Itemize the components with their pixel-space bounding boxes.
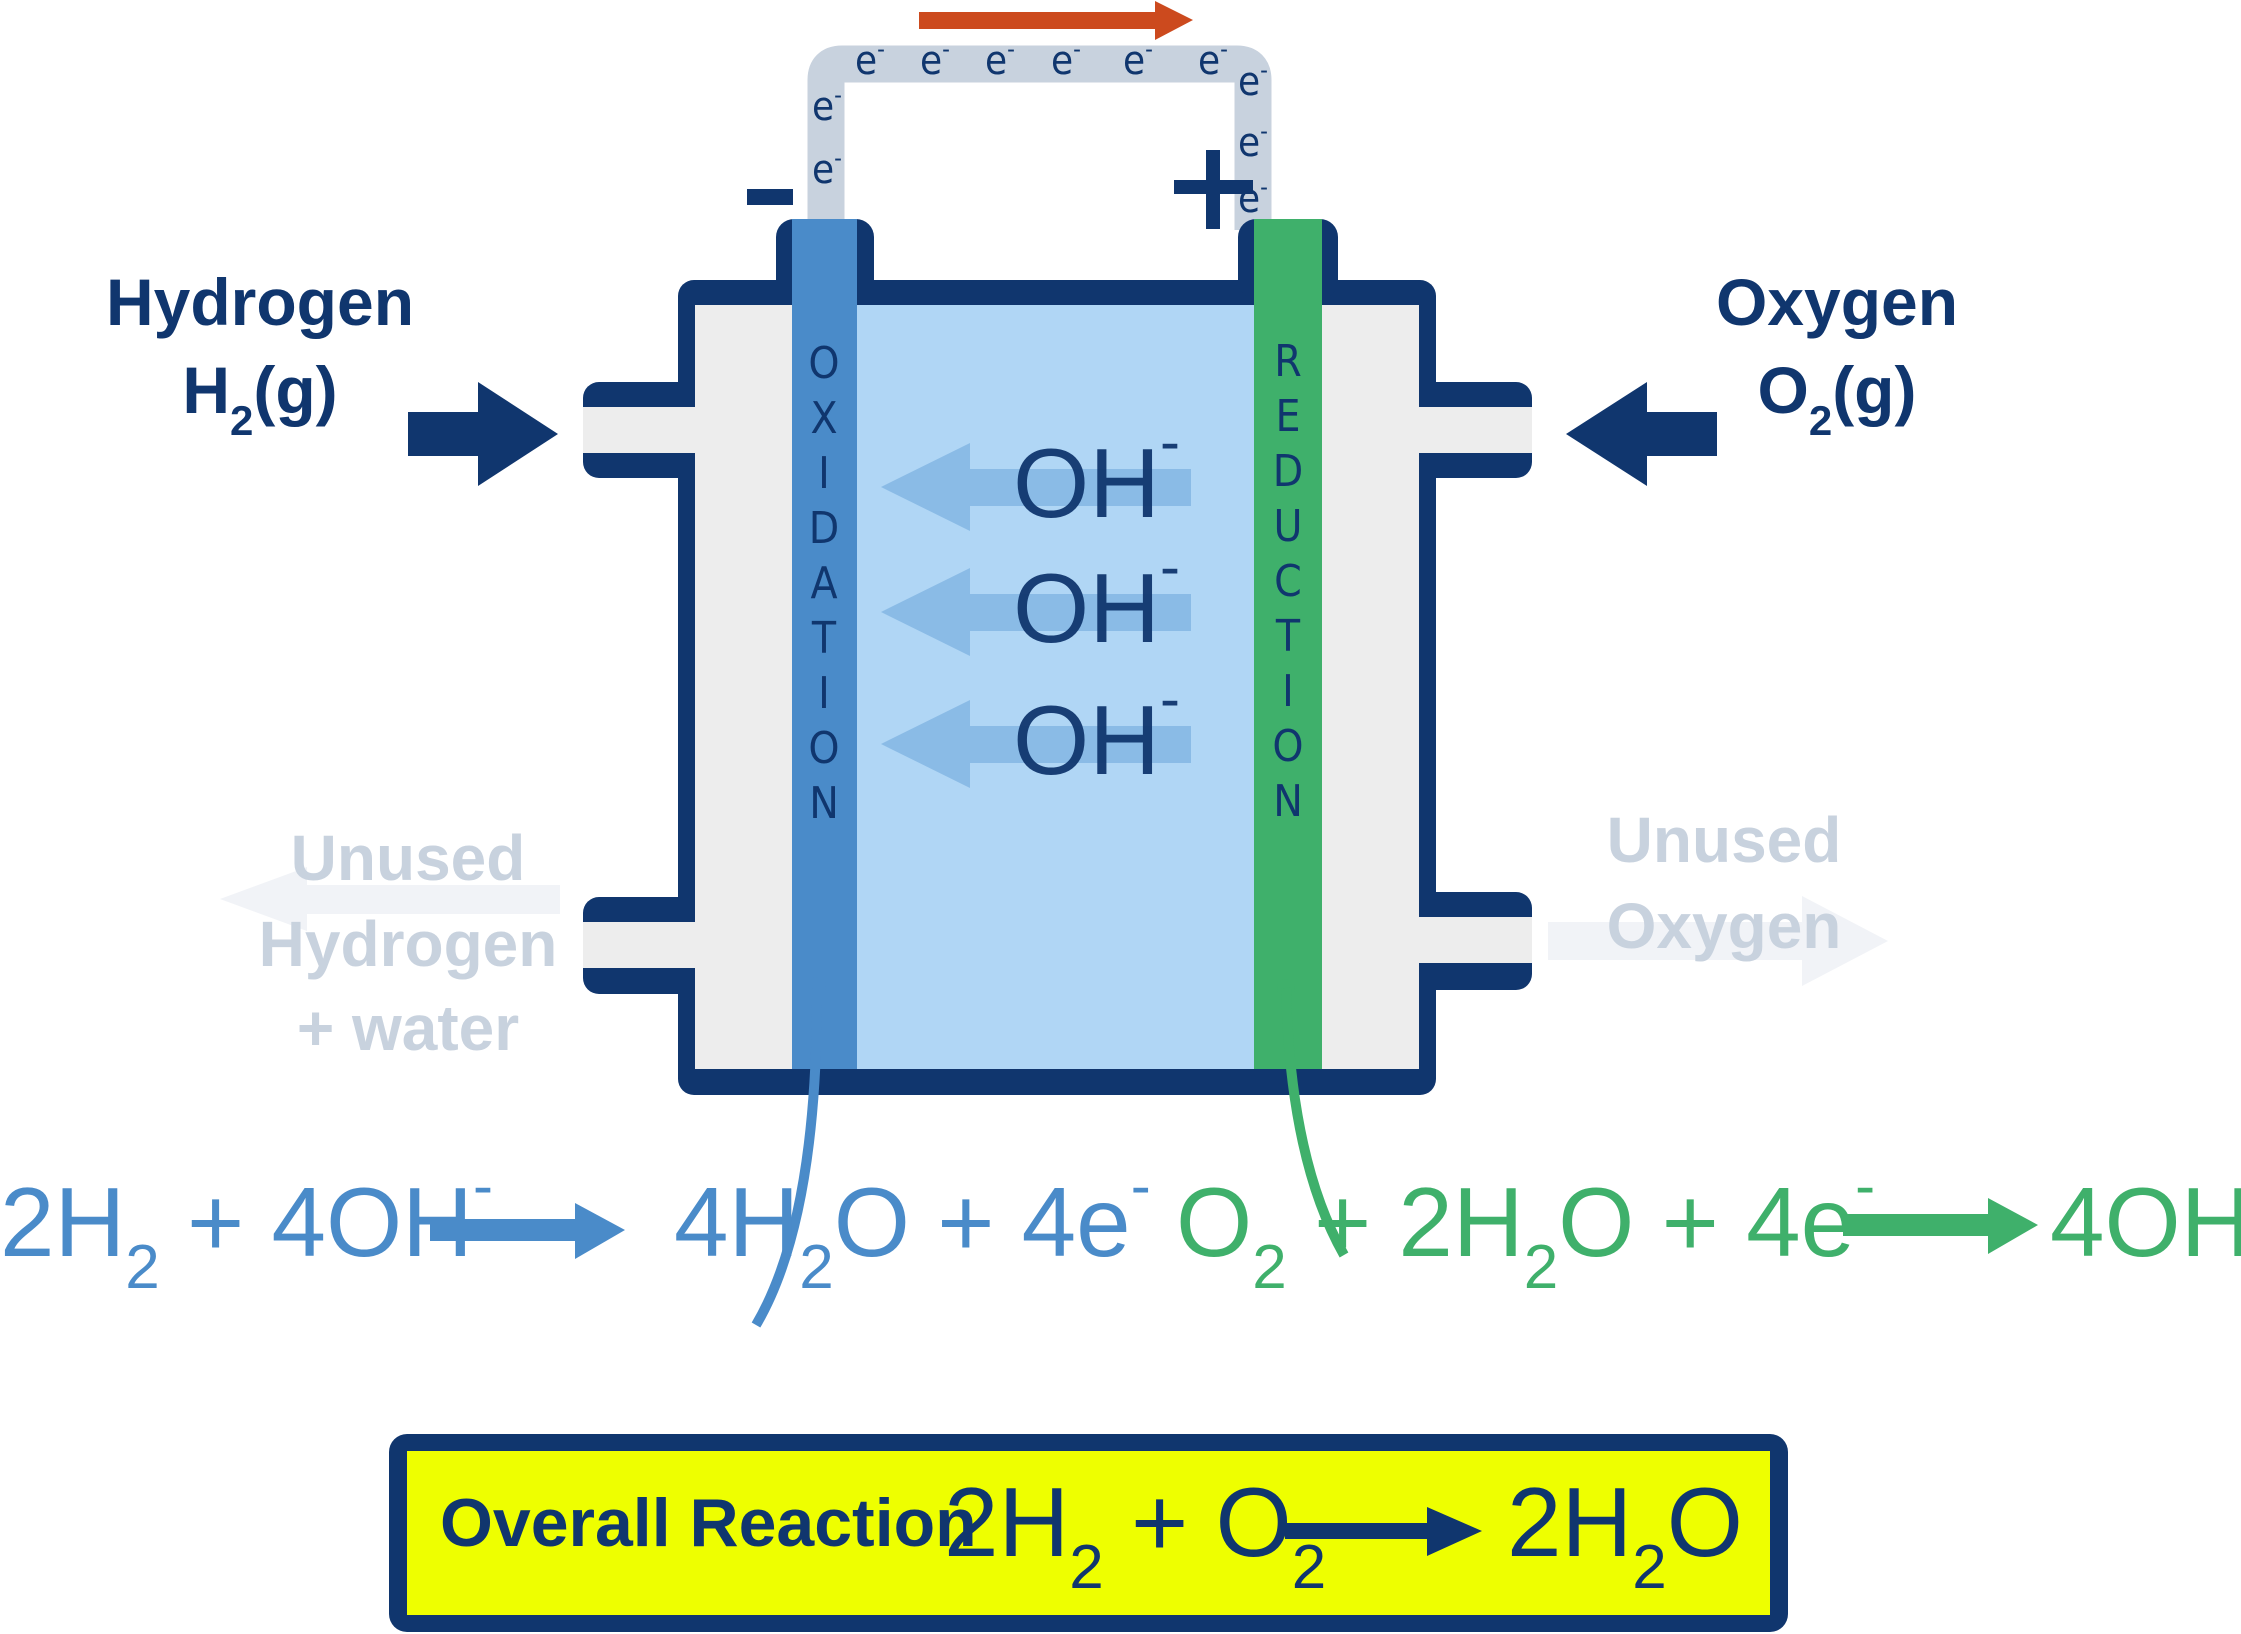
hydroxide-ion-label: OH-	[1013, 533, 1180, 663]
anode-eq-arrow	[430, 1203, 625, 1259]
electrode-letter: E	[1275, 391, 1300, 442]
overall-reaction-reactants: 2H2 + O2	[944, 1467, 1326, 1602]
oxygen-input: Oxygen O2(g)	[1566, 265, 1958, 486]
hydrogen-input: Hydrogen H2(g)	[106, 265, 558, 486]
electrode-letter: O	[1272, 721, 1303, 772]
cathode-eq-products: 4OH-	[2050, 1152, 2241, 1277]
electrode-letter: O	[808, 338, 839, 389]
anode-half-equation: 2H2 + 4OH- 4H2O + 4e-	[0, 1152, 1151, 1302]
oxygen-formula: O2(g)	[1758, 353, 1917, 444]
electrode-letter: I	[1282, 666, 1294, 717]
electrode-letter: C	[1274, 556, 1302, 607]
electrode-letter: X	[810, 393, 837, 444]
anode-leader-line	[751, 977, 826, 1328]
overall-reaction-products: 2H2O	[1507, 1467, 1743, 1602]
electrode-letter: N	[1273, 776, 1303, 827]
hydroxide-ion-arrow: OH-	[881, 533, 1191, 663]
cathode-eq-reactants: O2 + 2H2O + 4e-	[1176, 1152, 1875, 1302]
hydroxide-ion-arrow: OH-	[881, 408, 1191, 538]
electrode-letter: I	[818, 448, 830, 499]
electrode-letter: T	[811, 613, 837, 664]
cathode-electrode	[1254, 219, 1322, 1069]
unused-oxygen-output: Unused Oxygen	[1548, 804, 1888, 986]
hydroxide-ion-label: OH-	[1013, 408, 1180, 538]
unused-hydrogen-line-2: Hydrogen	[259, 908, 558, 980]
electrode-letter: D	[809, 503, 840, 554]
electron-flow-arrow	[919, 1, 1193, 40]
electron: e-	[1051, 35, 1081, 84]
hydroxide-ion-arrow: OH-	[881, 665, 1191, 795]
unused-hydrogen-arrow	[220, 867, 560, 931]
electrode-letter: R	[1274, 336, 1302, 387]
anode-eq-reactants: 2H2 + 4OH-	[0, 1152, 493, 1302]
hydrogen-formula: H2(g)	[182, 353, 337, 444]
cathode-eq-arrow	[1843, 1198, 2038, 1254]
electrolyte	[857, 305, 1254, 1069]
hydroxide-ion-arrows: OH-OH-OH-	[881, 408, 1191, 795]
electrode-letter: T	[1275, 611, 1301, 662]
overall-reaction-arrow	[1285, 1507, 1482, 1556]
oxygen-label: Oxygen	[1716, 265, 1958, 339]
hydrogen-label: Hydrogen	[106, 265, 414, 339]
electrode-letter: O	[808, 723, 839, 774]
anode-eq-products: 4H2O + 4e-	[674, 1152, 1151, 1302]
unused-oxygen-arrow	[1548, 896, 1888, 986]
electrode-letter: D	[1273, 446, 1304, 497]
hydroxide-ion-label: OH-	[1013, 665, 1180, 795]
overall-reaction-box: Overall Reaction 2H2 + O2 2H2O	[389, 1434, 1788, 1632]
unused-oxygen-line-2: Oxygen	[1607, 890, 1842, 962]
unused-oxygen-line-1: Unused	[1607, 804, 1842, 876]
anode-electrode	[792, 219, 857, 1069]
negative-terminal-sign	[747, 189, 793, 205]
unused-hydrogen-line-1: Unused	[291, 822, 526, 894]
cathode-leader-line	[1277, 979, 1349, 1258]
unused-hydrogen-line-3: + water	[297, 992, 519, 1064]
electrode-letter: A	[810, 558, 837, 609]
electrode-letter: N	[809, 778, 839, 829]
electrode-letter: U	[1274, 501, 1303, 552]
positive-terminal-sign	[1174, 150, 1253, 229]
hydrogen-inlet-arrow	[408, 382, 558, 486]
unused-hydrogen-output: Unused Hydrogen + water	[220, 822, 560, 1064]
oxygen-inlet-arrow	[1566, 382, 1717, 486]
cathode-half-equation: O2 + 2H2O + 4e- 4OH-	[1176, 1152, 2241, 1302]
electrode-letter: I	[818, 668, 830, 719]
external-wire	[807, 45, 1272, 230]
overall-reaction-label: Overall Reaction	[440, 1485, 977, 1561]
